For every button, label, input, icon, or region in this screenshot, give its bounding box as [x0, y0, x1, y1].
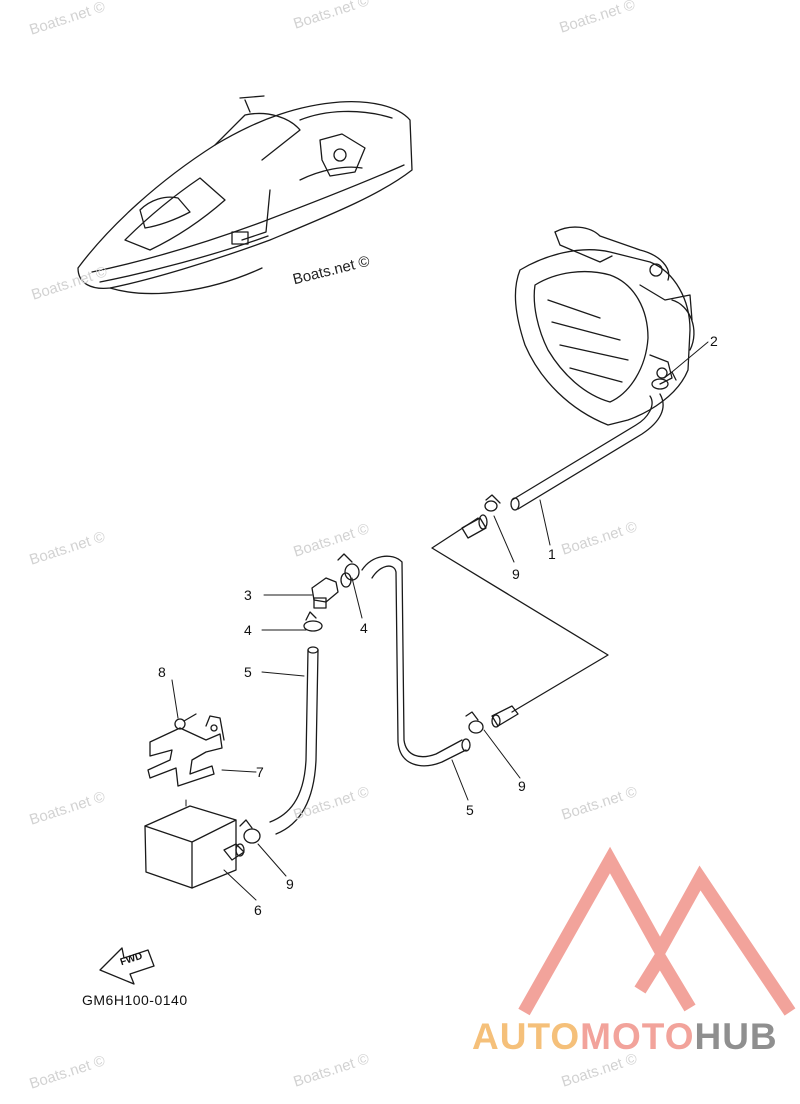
callout-4: 4: [360, 620, 368, 636]
callout-2: 2: [710, 333, 718, 349]
logo-wordmark: AUTOMOTOHUB: [472, 1016, 778, 1058]
fitting-upper: [461, 494, 501, 539]
valve-3: [311, 572, 352, 609]
hose-1: [510, 393, 664, 511]
callout-7: 7: [256, 764, 264, 780]
callout-8: 8: [158, 664, 166, 680]
callout-9: 9: [512, 566, 520, 582]
callout-9: 9: [518, 778, 526, 794]
fwd-arrow-icon: [99, 947, 155, 985]
logo-part-3: HUB: [694, 1016, 778, 1057]
box-6: [144, 805, 245, 889]
clamp-9-low: [239, 819, 261, 844]
logo-part-2: MOTO: [580, 1016, 695, 1057]
callout-5: 5: [244, 664, 252, 680]
clamp-9-mid: [465, 705, 519, 734]
callout-1: 1: [548, 546, 556, 562]
logo-mark: [518, 846, 796, 1016]
bracket-7: [147, 715, 225, 787]
clamp-4a: [303, 611, 323, 632]
diagram-code: GM6H100-0140: [82, 992, 188, 1008]
callout-4: 4: [244, 622, 252, 638]
callout-5: 5: [466, 802, 474, 818]
watercraft-illustration: [77, 95, 413, 295]
pump-housing: [514, 226, 695, 426]
logo-part-1: AUTO: [472, 1016, 581, 1057]
callout-9: 9: [286, 876, 294, 892]
callout-6: 6: [254, 902, 262, 918]
leader-lines: [171, 341, 709, 901]
clamp-2: [651, 371, 677, 390]
callout-3: 3: [244, 587, 252, 603]
hose-5-main: [361, 555, 471, 767]
hose-5-left: [269, 646, 319, 835]
screw-8: [174, 713, 197, 730]
